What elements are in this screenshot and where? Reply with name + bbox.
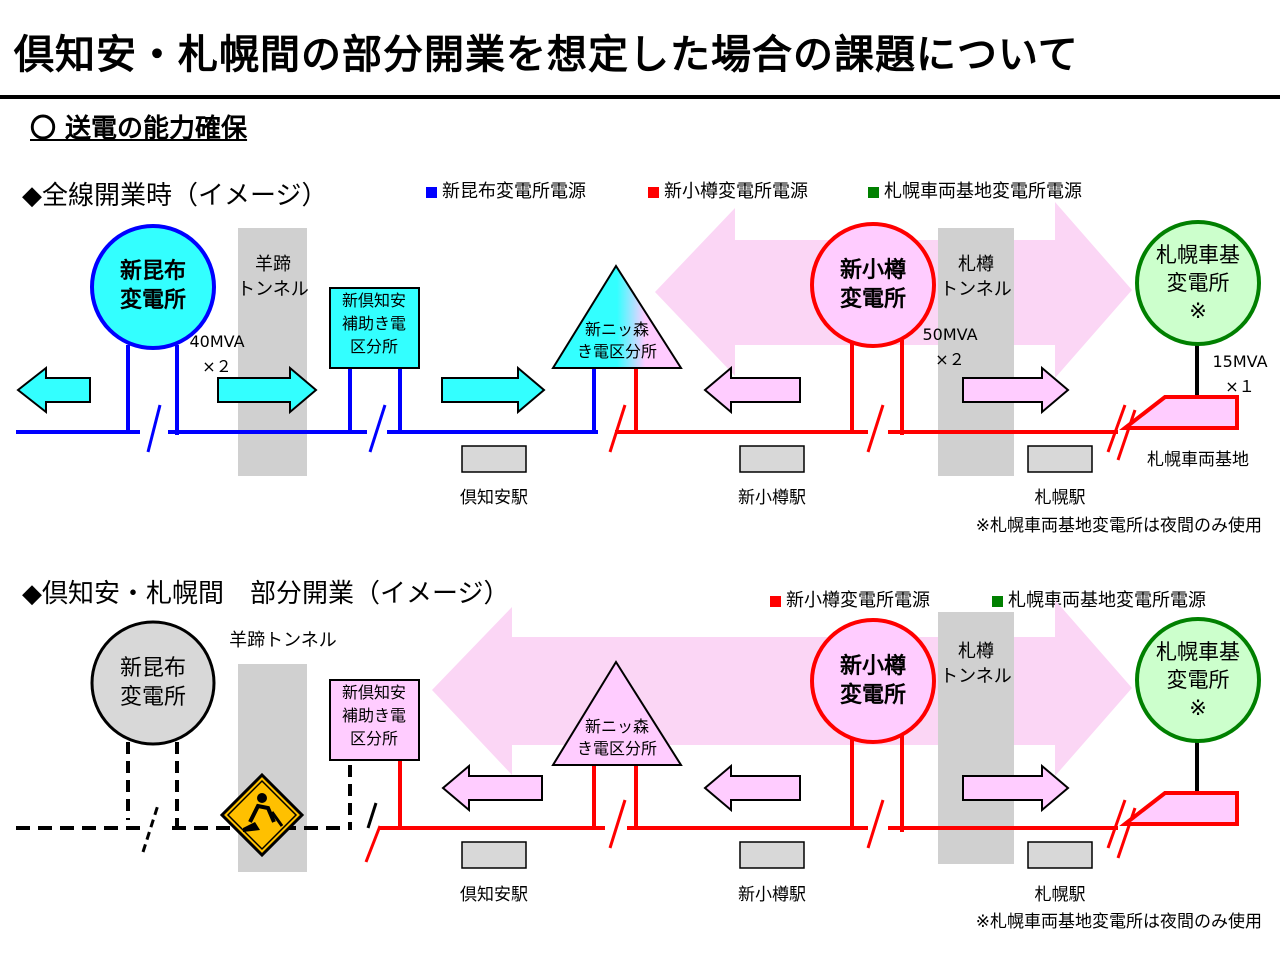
scene2-station-box (739, 841, 805, 869)
scene2-gap-mark (364, 825, 382, 863)
scene1-arrow-left (16, 365, 91, 415)
scene1-footnote: ※札幌車両基地変電所は夜間のみ使用 (976, 515, 1262, 536)
scene1-gap-mark (1106, 404, 1127, 453)
scene1-otaru-label: 新小樽変電所 (840, 257, 906, 312)
scene1-tunnel-label-2: 札樽トンネル (940, 254, 1012, 300)
scene1-gap-mark (866, 404, 885, 453)
scene1-sapporo-label: 札幌車基変電所※ (1156, 243, 1240, 323)
scene2-aux-post-label: 新倶知安補助き電区分所 (342, 683, 406, 748)
scene1-legend-otaru: 新小樽変電所電源 (648, 177, 808, 203)
scene2-otaru-substation (810, 618, 936, 744)
scene1-station-label: 札幌駅 (1035, 488, 1086, 508)
scene2-tunnel-label-1: 羊蹄トンネル (229, 630, 337, 651)
scene1-aux-post (329, 287, 420, 369)
scene2-konbu-label: 新昆布変電所 (120, 656, 186, 710)
title-divider (0, 95, 1280, 99)
scene1-gap-mark (1116, 409, 1137, 461)
scene2-station-box (461, 841, 527, 869)
scene2-feed-range-arrow (432, 600, 1132, 776)
scene1-gap-mark (608, 404, 627, 453)
scene2-station-box (1027, 841, 1093, 869)
scene2-gap-mark (366, 802, 378, 829)
scene1-arrow-right (217, 365, 318, 415)
scene1-konbu-label: 新昆布変電所 (120, 258, 186, 313)
scene1-section-post (551, 264, 683, 369)
scene2-legend-otaru: 新小樽変電所電源 (770, 586, 930, 612)
scene1-arrow-right (441, 365, 546, 415)
scene2-sapporo-substation (1135, 617, 1261, 743)
legend-swatch (868, 186, 879, 198)
scene1-station-label: 倶知安駅 (460, 488, 528, 508)
scene1-tunnel-band-2 (938, 228, 1014, 476)
scene2-section-post (551, 660, 683, 766)
scene2-heading: ◆倶知安・札幌間 部分開業（イメージ） (22, 579, 510, 609)
scene1: 新昆布変電所 新小樽変電所 札幌車基変電所※ 新倶知安補助き電区分所 新ニッ森き… (16, 202, 1268, 536)
scene2-gap-mark (1106, 799, 1127, 849)
scene2-station-label: 札幌駅 (1035, 885, 1086, 905)
scene1-section-post-label: 新ニッ森き電区分所 (577, 320, 657, 361)
scene1-otaru-substation (810, 222, 936, 348)
scene2-footnote: ※札幌車両基地変電所は夜間のみ使用 (976, 911, 1262, 932)
scene1-depot-label: 札幌車両基地 (1147, 450, 1249, 470)
scene2-gap-mark (866, 799, 885, 849)
scene1-otaru-capacity: 50MVA×２ (922, 325, 977, 369)
legend-swatch (648, 186, 659, 198)
scene1-arrow-left (703, 365, 801, 415)
scene2-arrow-left (703, 763, 801, 813)
scene1-sapporo-capacity: 15MVA×１ (1212, 352, 1267, 396)
scene1-gap-mark (146, 404, 162, 453)
legend-swatch (770, 595, 781, 607)
construction-worker-icon (219, 772, 305, 858)
scene2-aux-post (329, 679, 420, 761)
scene1-legend-sapporo: 札幌車両基地変電所電源 (868, 177, 1082, 203)
scene1-sapporo-substation (1135, 220, 1261, 346)
scene2-konbu-substation (90, 620, 216, 746)
scene2-gap-mark (141, 804, 160, 853)
scene2-sapporo-label: 札幌車基変電所※ (1156, 640, 1240, 720)
scene1-tunnel-band-1 (238, 228, 307, 476)
scene2-tunnel-label-2: 札樽トンネル (940, 641, 1012, 687)
legend-swatch (992, 595, 1003, 607)
scene2-depot (1119, 791, 1239, 826)
scene2-section-post-label: 新ニッ森き電区分所 (577, 717, 657, 758)
scene2-gap-mark (608, 799, 627, 849)
scene2-station-label: 新小樽駅 (738, 885, 806, 905)
scene1-depot (1119, 395, 1239, 430)
scene1-aux-post-label: 新倶知安補助き電区分所 (342, 291, 406, 356)
scene1-heading: ◆全線開業時（イメージ） (22, 181, 328, 211)
scene1-gap-mark (368, 404, 387, 453)
scene2: 新昆布変電所 新小樽変電所 札幌車基変電所※ 新倶知安補助き電区分所 新ニッ森き… (16, 600, 1262, 932)
legend-swatch (426, 186, 437, 198)
scene1-station-box (1027, 445, 1093, 473)
scene2-station-label: 倶知安駅 (460, 885, 528, 905)
scene2-arrow-left (441, 763, 543, 813)
scene2-tunnel-band-2 (938, 612, 1014, 864)
scene1-arrow-right (962, 365, 1070, 415)
scene1-tunnel-label-1: 羊蹄トンネル (237, 254, 309, 300)
section-heading: 〇 送電の能力確保 (30, 114, 248, 144)
scene2-otaru-label: 新小樽変電所 (840, 653, 906, 708)
scene2-arrow-right (962, 763, 1070, 813)
scene1-legend-konbu: 新昆布変電所電源 (426, 177, 586, 203)
scene1-konbu-capacity: 40MVA×２ (189, 332, 244, 376)
scene1-konbu-substation (90, 224, 216, 350)
scene1-station-label: 新小樽駅 (738, 488, 806, 508)
page-title: 倶知安・札幌間の部分開業を想定した場合の課題について (14, 32, 1079, 78)
scene1-station-box (461, 445, 527, 473)
scene1-station-box (739, 445, 805, 473)
